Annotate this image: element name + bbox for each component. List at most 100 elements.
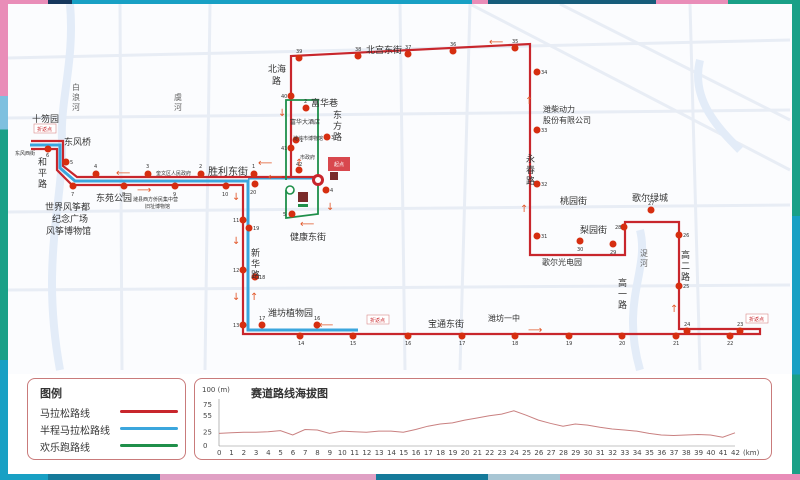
km-label: 15	[350, 341, 356, 347]
svg-text:9: 9	[328, 449, 332, 457]
legend-line-half	[120, 427, 178, 430]
frame-left-stripe	[0, 0, 8, 480]
svg-text:32: 32	[608, 449, 617, 457]
street-label: 胜利东街	[208, 165, 248, 178]
svg-text:40: 40	[706, 449, 715, 457]
svg-text:2: 2	[242, 449, 246, 457]
km-label: 27	[648, 201, 654, 207]
street-label: 北宫东街	[366, 44, 402, 56]
svg-text:⟶: ⟶	[137, 185, 151, 196]
svg-text:⟵: ⟵	[489, 37, 503, 48]
turnaround-markers: 折返点 折返点 折返点	[33, 123, 769, 325]
km-label: 28	[615, 225, 621, 231]
svg-text:75: 75	[203, 401, 212, 409]
place-labels: 胜利东街 北宫东街 北海路 东方路 富华巷 健康东街 新华路 宝通东街 永春路 …	[15, 44, 690, 330]
svg-text:⟵: ⟵	[258, 158, 272, 169]
km-label: 19	[566, 341, 572, 347]
svg-text:1: 1	[229, 449, 233, 457]
km-label: 21	[673, 341, 679, 347]
km-label: 9	[173, 192, 176, 198]
fun-run-route	[285, 99, 319, 220]
km-label: 22	[727, 341, 733, 347]
street-label: 新华路	[251, 247, 260, 281]
km-label: 20	[619, 341, 625, 347]
svg-text:17: 17	[424, 449, 433, 457]
svg-text:18: 18	[436, 449, 445, 457]
street-label: 梨园街	[580, 224, 607, 236]
km-label: 41	[281, 146, 287, 152]
turnaround-label: 折返点	[749, 316, 764, 323]
km-label: 4	[94, 164, 97, 170]
km-label: 35	[512, 39, 518, 45]
svg-text:3: 3	[254, 449, 258, 457]
marathon-route	[31, 42, 762, 336]
km-label: 18	[259, 275, 265, 281]
svg-text:22: 22	[485, 449, 494, 457]
svg-text:39: 39	[694, 449, 703, 457]
km-label: 20	[250, 190, 256, 196]
km-label: 40	[281, 94, 287, 100]
km-label: 34	[541, 70, 547, 76]
svg-text:29: 29	[571, 449, 580, 457]
fun-start-marker	[285, 185, 308, 207]
km-label: 24	[684, 322, 690, 328]
svg-text:33: 33	[620, 449, 629, 457]
landmark-label: 奎文区人民政府	[156, 170, 191, 177]
street-label: 高一路	[618, 277, 627, 311]
landmark-label: 世界风筝都纪念广场	[45, 201, 90, 225]
svg-text:20: 20	[461, 449, 470, 457]
svg-text:8: 8	[315, 449, 319, 457]
street-label: 东方路	[333, 109, 342, 143]
svg-text:11: 11	[350, 449, 359, 457]
svg-text:21: 21	[473, 449, 482, 457]
direction-arrows: ⟵⟶⟵ ↓↓↓↑ ⟵⟶↑ ↑⟵↓↑ ↓⟵⟵↑	[116, 37, 678, 336]
street-label: 永春路	[526, 153, 535, 187]
svg-text:6: 6	[291, 449, 296, 457]
km-label: 16	[314, 316, 320, 322]
svg-text:↓: ↓	[278, 108, 286, 119]
km-markers	[44, 44, 744, 340]
svg-text:⟵: ⟵	[268, 172, 282, 183]
svg-text:28: 28	[559, 449, 568, 457]
svg-text:⟵: ⟵	[300, 219, 314, 230]
svg-text:23: 23	[498, 449, 507, 457]
legend-label-marathon: 马拉松路线	[40, 409, 90, 420]
km-label: 10	[222, 192, 228, 198]
legend-label-fun: 欢乐跑路线	[40, 443, 90, 454]
km-label: 5	[70, 160, 73, 166]
svg-text:↓: ↓	[232, 292, 240, 303]
km-label: 3	[146, 164, 149, 170]
legend-label-half: 半程马拉松路线	[40, 426, 110, 437]
km-label: 25	[683, 284, 689, 290]
km-label: 2	[199, 164, 202, 170]
svg-text:↑: ↑	[250, 292, 258, 303]
km-label: 4	[330, 188, 333, 194]
svg-text:⟶: ⟶	[528, 325, 542, 336]
svg-text:12: 12	[362, 449, 371, 457]
landmark-label: 东苑公园	[96, 192, 132, 204]
km-label: 31	[541, 234, 547, 240]
km-label: 29	[610, 250, 616, 256]
km-label: 36	[450, 42, 456, 48]
km-label: 23	[737, 322, 743, 328]
svg-text:35: 35	[645, 449, 654, 457]
svg-text:↓: ↓	[232, 236, 240, 247]
landmark-label: 潍坊植物园	[268, 307, 313, 319]
km-label: 32	[541, 182, 547, 188]
start-marker: 起点	[312, 157, 350, 186]
km-label: 37	[405, 45, 411, 51]
street-label: 高二路	[681, 249, 690, 283]
svg-text:19: 19	[448, 449, 457, 457]
street-label: 东风西街	[15, 150, 35, 157]
legend-line-marathon	[120, 410, 178, 413]
legend-panel: 图例 马拉松路线 半程马拉松路线 欢乐跑路线	[27, 378, 186, 460]
svg-text:30: 30	[584, 449, 593, 457]
km-label: 42	[296, 162, 302, 168]
km-label: 14	[298, 341, 304, 347]
km-label: 19	[253, 226, 259, 232]
km-label: 11	[233, 218, 239, 224]
svg-text:37: 37	[670, 449, 679, 457]
